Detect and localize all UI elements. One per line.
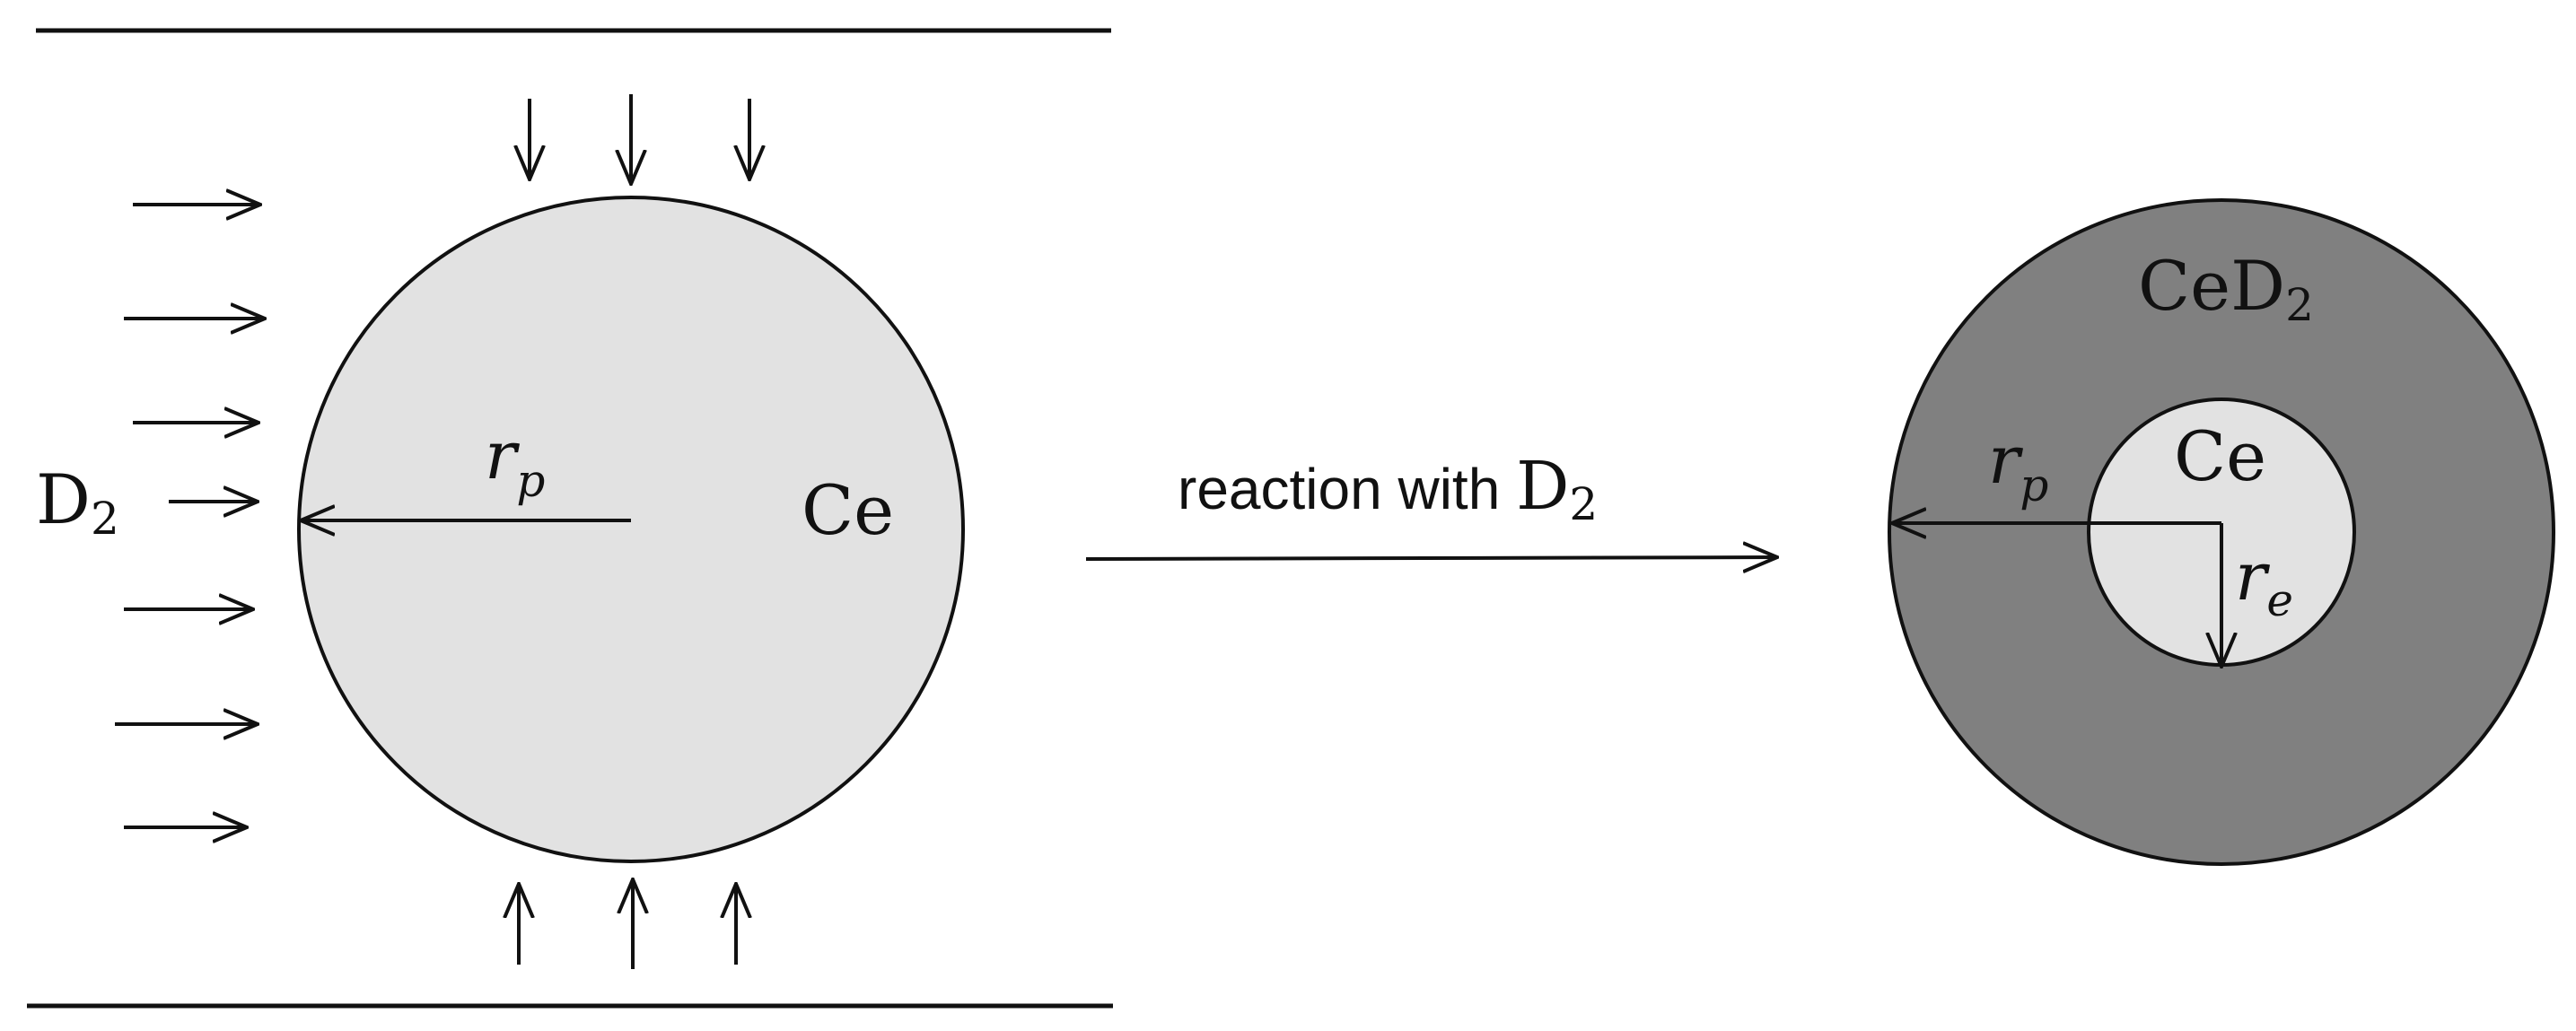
inner-radius-label: re [2235,538,2293,626]
particle-radius-label: rp [485,417,545,507]
left-panel: D2 rp Ce [27,28,1113,1009]
right-panel: CeD2 Ce rp re [1888,198,2555,866]
process-arrow [1085,557,1777,559]
process-label: reaction with D2 [1178,448,1598,530]
shell-label: CeD2 [2138,246,2314,331]
gas-label: D2 [36,459,119,545]
process-arrow-group: reaction with D2 [1085,448,1777,559]
gas-flow-arrows [115,94,749,969]
particle-label: Ce [802,470,894,550]
core-label: Ce [2174,416,2266,496]
outer-radius-label: rp [1988,422,2048,511]
